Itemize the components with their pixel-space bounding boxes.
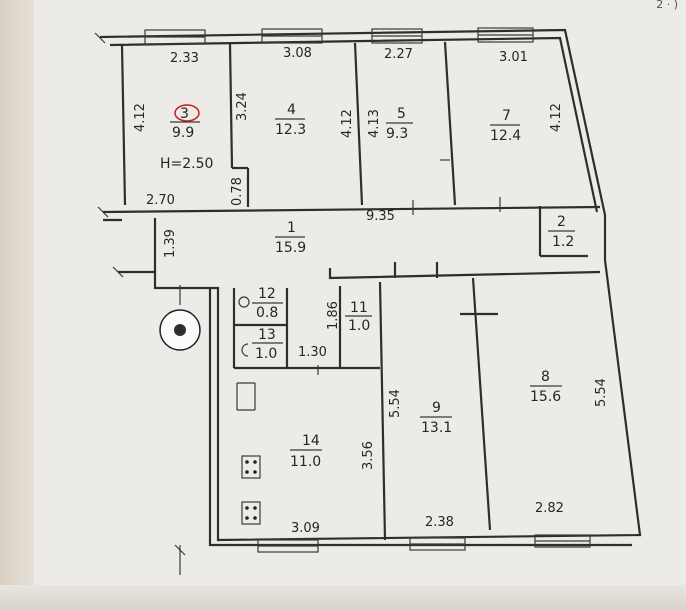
red-annotation-circle (174, 104, 200, 122)
room-area: 1.0 (348, 318, 370, 334)
dim-4-13: 4.13 (367, 109, 382, 138)
bottom-windows (257, 534, 591, 553)
room-5: 5 9.3 (386, 106, 413, 142)
dim-1-86: 1.86 (326, 301, 341, 330)
room-number: 8 (541, 369, 550, 385)
dim-3-08: 3.08 (283, 46, 312, 61)
room-area: 15.6 (530, 389, 561, 405)
room-area: 12.4 (490, 128, 521, 144)
room-area: 9.9 (172, 125, 194, 141)
room-2: 2 1.2 (548, 214, 575, 250)
room-number: 13 (258, 327, 276, 343)
paper-bottom-edge (0, 585, 686, 610)
toilet-icon (238, 296, 250, 308)
dim-3-01: 3.01 (499, 50, 528, 65)
stair-circle-marker: 4 (159, 285, 201, 351)
room-number: 2 (557, 214, 566, 230)
dim-5-54: 5.54 (388, 389, 403, 418)
dim-3-09: 3.09 (291, 521, 320, 536)
corner-text: 2 · ) (656, 0, 678, 11)
dim-3-56: 3.56 (361, 441, 376, 470)
room-number: 5 (397, 106, 406, 122)
dim-0-78: 0.78 (230, 177, 245, 206)
paper-left-edge (0, 0, 34, 610)
room-number: 11 (350, 300, 368, 316)
room-area: 0.8 (256, 305, 278, 321)
ceiling-height: H=2.50 (160, 156, 213, 172)
top-windows (144, 27, 534, 45)
dim-9-35: 9.35 (366, 209, 395, 224)
dim-3-24: 3.24 (235, 92, 250, 121)
room-number: 4 (287, 102, 296, 118)
dim-5-54: 5.54 (594, 378, 609, 407)
dimension-labels: 2.33 3.08 2.27 3.01 4.12 3.24 4.12 4.13 … (133, 46, 609, 536)
dim-2-27: 2.27 (384, 47, 413, 62)
room-number: 7 (502, 108, 511, 124)
room-area: 15.9 (275, 240, 306, 256)
room-11: 11 1.0 (345, 300, 372, 334)
dim-4-12: 4.12 (549, 103, 564, 132)
room-13: 13 1.0 (252, 327, 283, 362)
room-3: 3 9.9 H=2.50 (160, 106, 213, 172)
room-number: 14 (302, 433, 320, 449)
room-area: 1.2 (552, 234, 574, 250)
room-area: 11.0 (290, 454, 321, 470)
stove-icon (241, 501, 261, 525)
dim-2-70: 2.70 (146, 193, 175, 208)
dim-2-82: 2.82 (535, 501, 564, 516)
dim-2-38: 2.38 (425, 515, 454, 530)
room-7: 7 12.4 (490, 108, 521, 144)
tick-marks (94, 32, 501, 575)
room-area: 12.3 (275, 122, 306, 138)
room-4: 4 12.3 (275, 102, 306, 138)
sink-icon (241, 343, 249, 357)
dim-1-39: 1.39 (163, 229, 178, 258)
dim-2-33: 2.33 (170, 51, 199, 66)
interior-walls (228, 41, 588, 541)
dim-4-12: 4.12 (340, 109, 355, 138)
room-area: 1.0 (255, 346, 277, 362)
room-8: 8 15.6 (530, 369, 562, 405)
stove-icon (241, 455, 261, 479)
room-area: 9.3 (386, 126, 408, 142)
room-14: 14 11.0 (290, 433, 322, 470)
circle-label: 4 (176, 323, 184, 337)
room-9: 9 13.1 (420, 400, 452, 436)
dim-4-12: 4.12 (133, 103, 148, 132)
room-area: 13.1 (421, 420, 452, 436)
room-12: 12 0.8 (252, 286, 283, 321)
room-number: 9 (432, 400, 441, 416)
room-number: 3 (180, 106, 189, 122)
room-number: 1 (287, 220, 296, 236)
dim-1-30: 1.30 (298, 345, 327, 360)
room-number: 12 (258, 286, 276, 302)
room-1: 1 15.9 (275, 220, 306, 256)
